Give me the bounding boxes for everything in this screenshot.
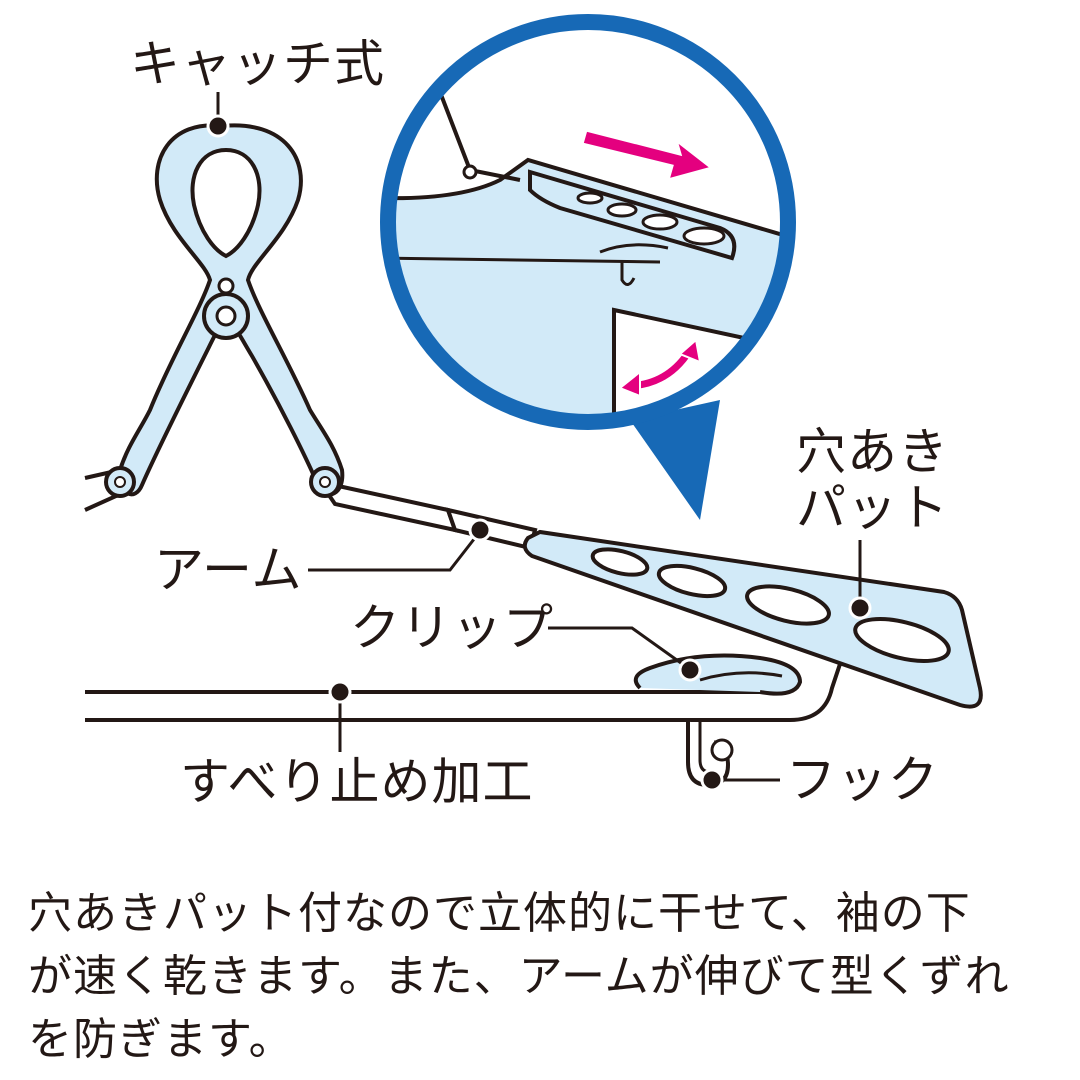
magnifier-lens [380, 14, 796, 520]
clothespin [104, 123, 345, 498]
double-curved-arrow-icon [618, 338, 702, 398]
label-hook: フック [786, 751, 939, 809]
right-arrow-icon [580, 128, 716, 183]
label-catch-type: キャッチ式 [130, 35, 385, 93]
label-perforated-pad-line1: 穴あき [796, 423, 949, 481]
label-perforated-pad: 穴あき パット [796, 424, 949, 536]
caption-line-2: が速く乾きます。また、アームが伸びて型くずれ [28, 951, 1010, 1002]
hanger-bar [85, 657, 844, 722]
label-clip: クリップ [350, 599, 554, 657]
caption-line-3: を防ぎます。 [28, 1014, 294, 1065]
label-arm: アーム [154, 541, 303, 599]
caption-line-1: 穴あきパット付なので立体的に干せて、袖の下 [28, 888, 971, 939]
leader-lines [206, 92, 872, 792]
description-caption: 穴あきパット付なので立体的に干せて、袖の下 が速く乾きます。また、アームが伸びて… [28, 882, 1068, 1071]
label-non-slip: すべり止め加工 [180, 753, 534, 811]
clip-shape [633, 653, 803, 696]
perforated-pad [522, 529, 983, 709]
label-perforated-pad-line2: パット [796, 479, 949, 537]
